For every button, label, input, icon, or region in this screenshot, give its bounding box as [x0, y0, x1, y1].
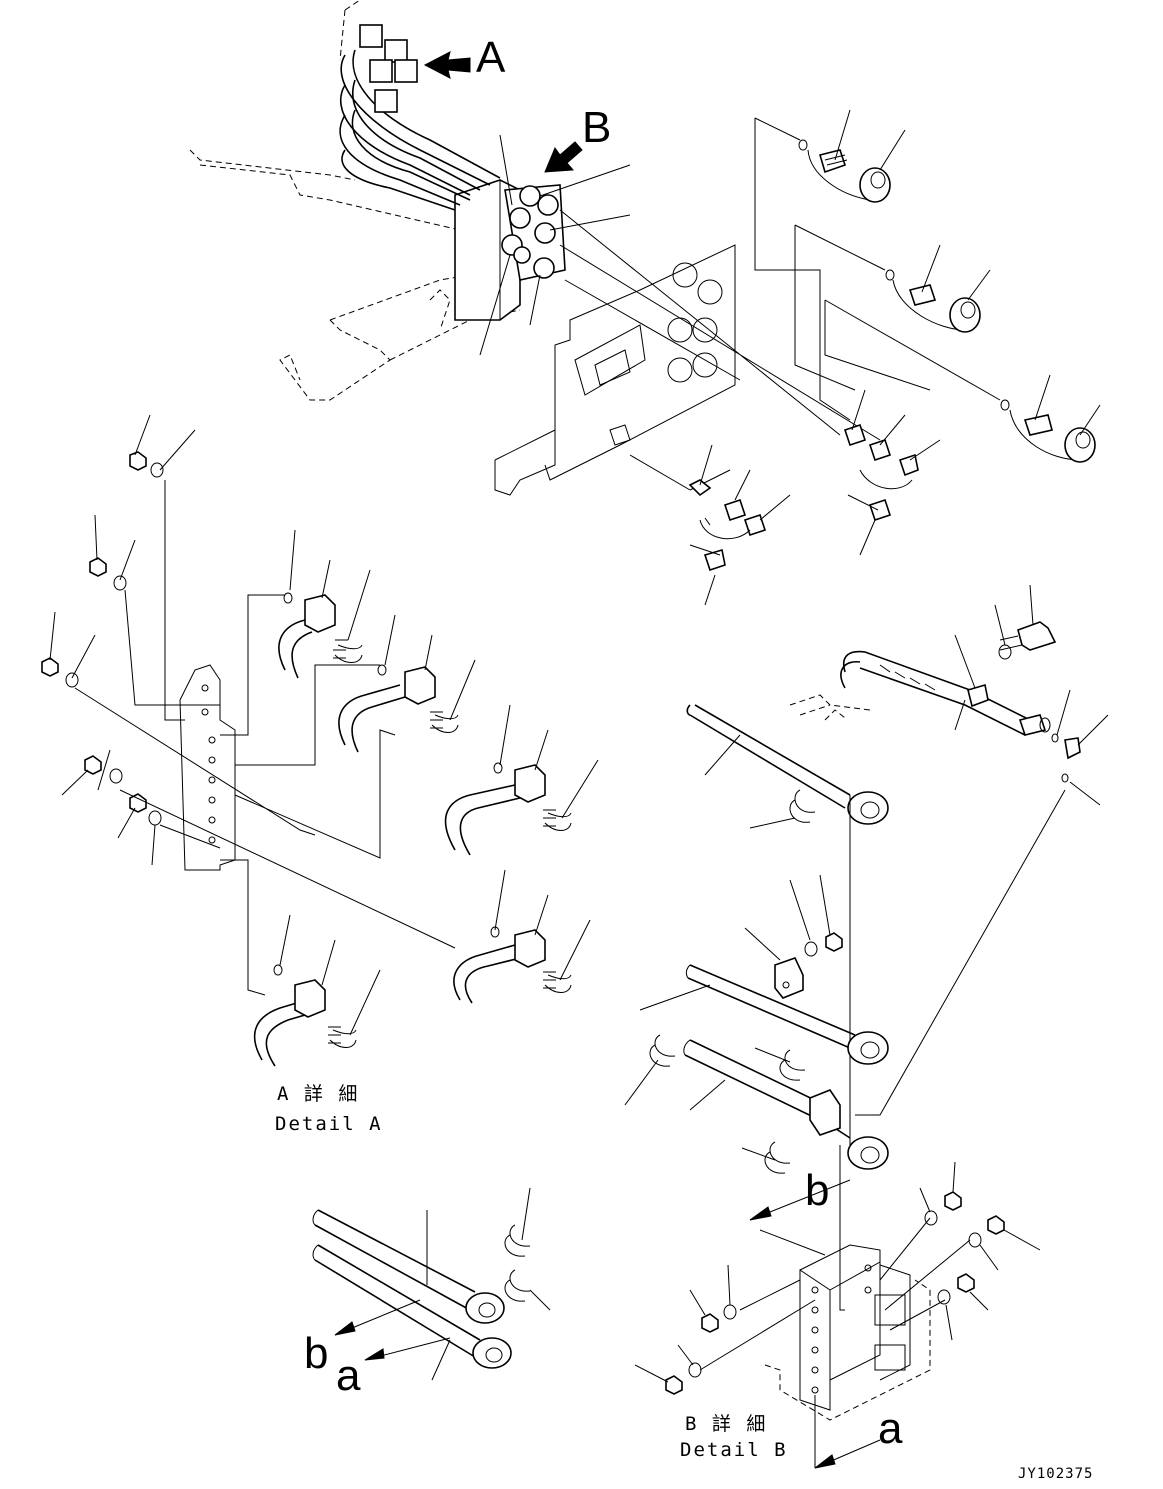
ref-label-b-upper: b	[805, 1166, 829, 1215]
drawing-code: JY102375	[1018, 1466, 1093, 1482]
ref-label-a-bottom: a	[878, 1404, 903, 1453]
ref-label-a-lower: a	[336, 1351, 361, 1400]
elbow-pipe	[444, 704, 599, 856]
detail-a-title-en: Detail A	[275, 1113, 383, 1135]
detail-a-title-jp: A 詳 細	[277, 1083, 359, 1105]
ref-label-b-lower: b	[304, 1329, 328, 1378]
elbow-pipe	[278, 529, 371, 679]
detail-a: A 詳 細 Detail A	[41, 414, 599, 1135]
lower-tube-pair: b a	[304, 1187, 551, 1400]
center-small-fittings	[688, 389, 941, 606]
elbow-pipe	[453, 869, 591, 1004]
top-right-fittings	[754, 109, 1101, 463]
detail-b-title-en: Detail B	[680, 1439, 788, 1461]
hose-assembly	[789, 584, 1109, 1116]
mounting-plate	[494, 118, 931, 496]
right-tubes: b	[624, 704, 889, 1221]
elbow-pipe	[253, 914, 381, 1067]
detail-b: a B 詳 細 Detail B	[634, 1145, 1041, 1469]
detail-b-title-jp: B 詳 細	[685, 1413, 767, 1435]
nut-washer-set	[41, 414, 196, 866]
view-label-a: A	[476, 33, 506, 82]
elbow-pipe	[338, 614, 476, 753]
top-assembly	[189, 0, 631, 401]
view-label-b: B	[582, 103, 611, 152]
